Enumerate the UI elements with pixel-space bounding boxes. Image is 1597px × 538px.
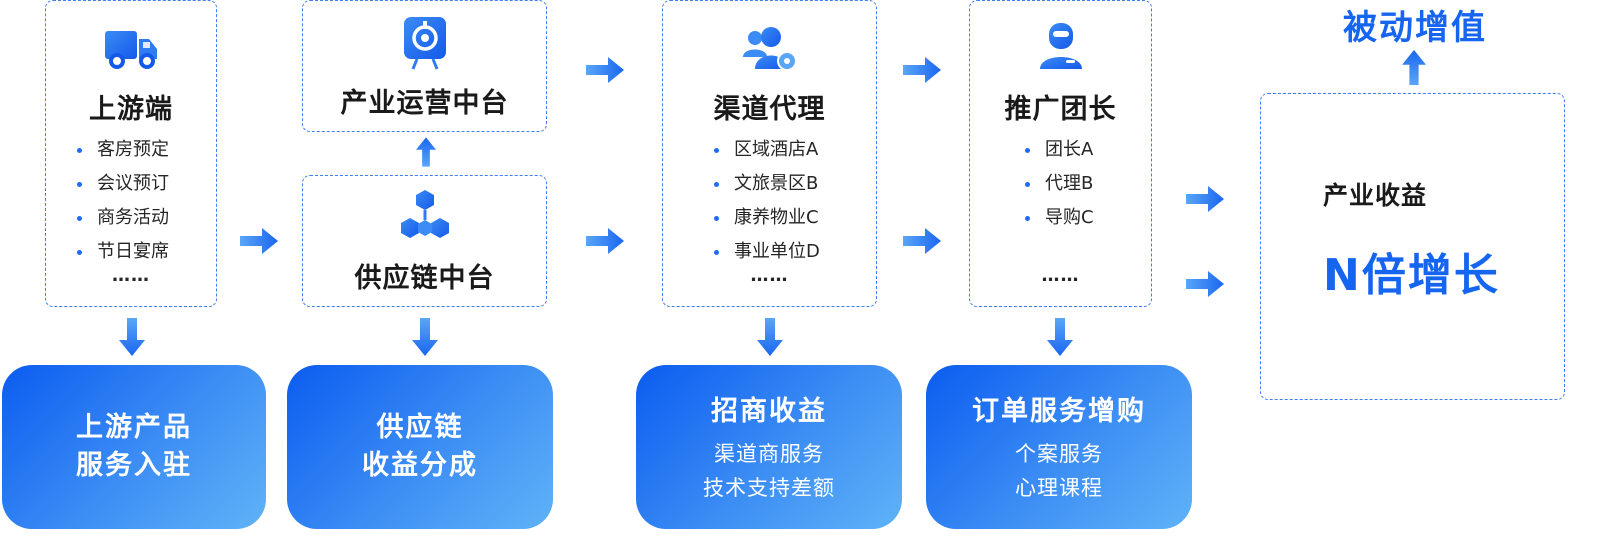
list-item: 文旅景区B [714,167,876,201]
upstream-result-line1: 上游产品 [76,412,192,443]
upstream-result-box: 上游产品 服务入驻 [2,365,266,529]
supply-chain-result-box: 供应链 收益分成 [287,365,553,529]
list-item: 商务活动 [77,201,216,235]
list-item: 事业单位D [714,235,876,269]
list-item: 康养物业C [714,201,876,235]
truck-icon [105,31,157,69]
arrow-right-icon [903,228,941,254]
arrow-up-icon [416,137,436,167]
arrow-down-icon [1047,318,1073,356]
list-item: 导购C [1025,201,1151,235]
promoter-list: 团长A 代理B 导购C [970,133,1151,235]
growth-title: N倍增长 [1323,250,1500,301]
industry-label: 产业收益 [1323,181,1428,210]
list-item: 会议预订 [77,167,216,201]
upstream-list: 客房预定 会议预订 商务活动 节日宴席 [46,133,216,269]
ops-platform-box: 产业运营中台 [302,0,547,132]
arrow-right-icon [903,57,941,83]
promoter-result-title: 订单服务增购 [972,396,1146,427]
list-item: 节日宴席 [77,235,216,269]
promoter-title: 推广团长 [1004,94,1117,125]
channel-result-line1: 渠道商服务 [714,442,824,466]
passive-growth-title: 被动增值 [1343,8,1487,48]
arrow-right-icon [586,57,624,83]
promoter-box: 推广团长 团长A 代理B 导购C …… [969,0,1152,307]
upstream-result-line2: 服务入驻 [76,450,192,481]
users-icon [742,27,797,71]
arrow-down-icon [412,318,438,356]
channel-result-box: 招商收益 渠道商服务 技术支持差额 [636,365,902,529]
list-item: 团长A [1025,133,1151,167]
list-item: 区域酒店A [714,133,876,167]
industry-box: 产业收益 N倍增长 [1260,93,1565,400]
arrow-right-icon [1186,271,1224,297]
supply-chain-title: 供应链中台 [354,263,495,294]
upstream-ellipsis: …… [112,265,150,286]
list-item: 客房预定 [77,133,216,167]
supply-chain-result-line1: 供应链 [376,412,464,443]
channel-box: 渠道代理 区域酒店A 文旅景区B 康养物业C 事业单位D …… [662,0,877,307]
promoter-result-line2: 心理课程 [1015,476,1103,500]
arrow-down-icon [757,318,783,356]
supply-chain-box: 供应链中台 [302,175,547,307]
arrow-down-icon [119,318,145,356]
arrow-right-icon [1186,186,1224,212]
arrow-right-icon [240,228,278,254]
ops-platform-title: 产业运营中台 [340,88,509,119]
upstream-box: 上游端 客房预定 会议预订 商务活动 节日宴席 …… [45,0,217,307]
supply-chain-result-line2: 收益分成 [362,450,478,481]
channel-result-line2: 技术支持差额 [703,476,835,500]
arrow-up-icon [1402,50,1426,85]
user-icon [1039,23,1082,69]
arrow-right-icon [586,228,624,254]
cubes-icon [400,190,449,238]
list-item: 代理B [1025,167,1151,201]
channel-list: 区域酒店A 文旅景区B 康养物业C 事业单位D [663,133,876,269]
channel-ellipsis: …… [750,265,789,286]
promoter-result-box: 订单服务增购 个案服务 心理课程 [926,365,1192,529]
promoter-result-line1: 个案服务 [1015,442,1103,466]
upstream-title: 上游端 [89,94,173,125]
channel-title: 渠道代理 [713,94,826,125]
promoter-ellipsis: …… [1041,265,1080,286]
channel-result-title: 招商收益 [711,396,827,427]
target-icon [403,17,446,70]
